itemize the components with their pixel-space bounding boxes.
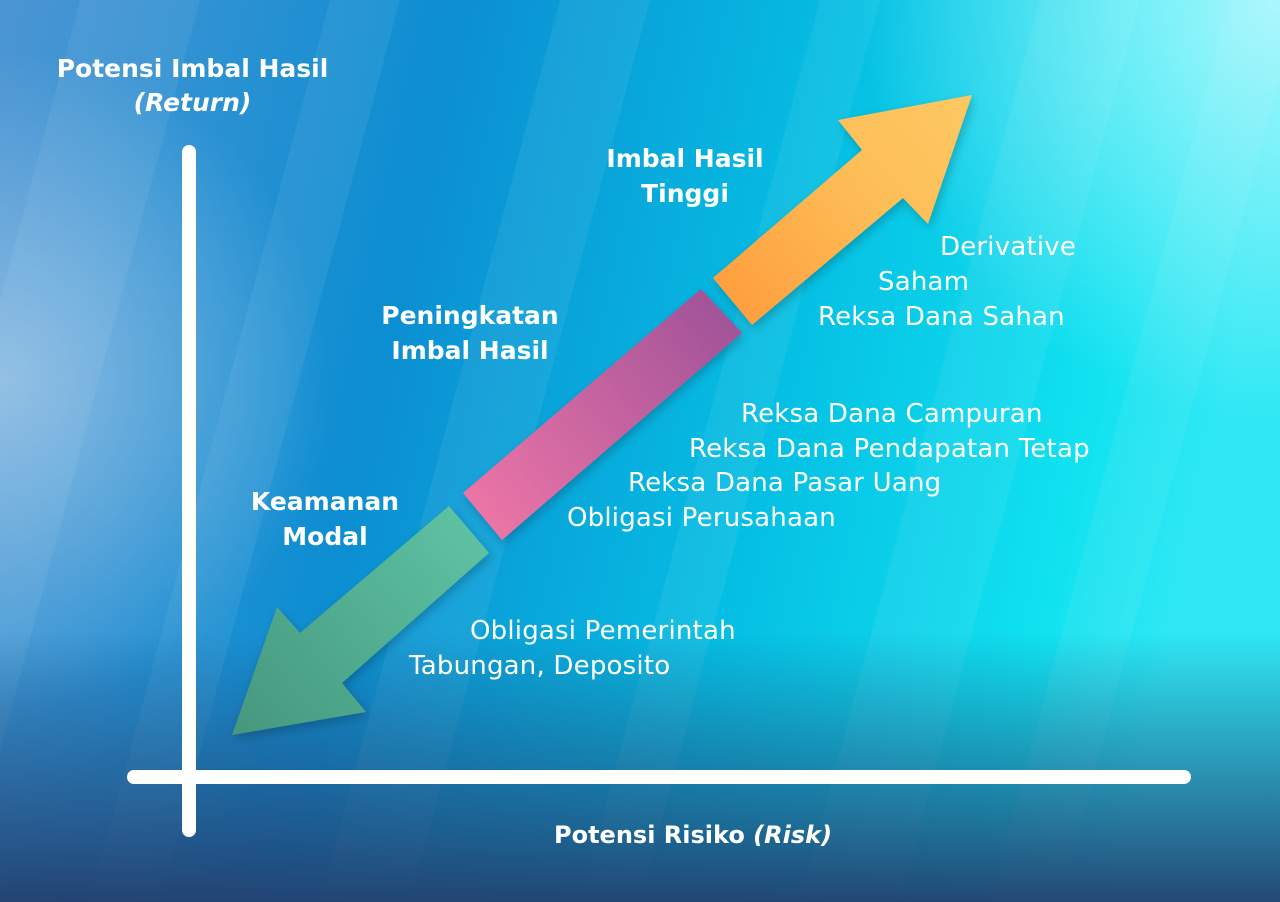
medium-return-item: Reksa Dana Campuran [741, 399, 1043, 429]
y-axis-label-main: Potensi Imbal Hasil [56, 54, 329, 83]
high-return-arrow [713, 95, 972, 325]
high-return-item: Reksa Dana Sahan [818, 302, 1065, 332]
capital-safety-title-line1: Keamanan [250, 487, 400, 516]
medium-return-item: Obligasi Perusahaan [567, 503, 836, 533]
x-axis-label: Potensi Risiko (Risk) [554, 819, 832, 851]
y-axis [182, 145, 196, 837]
capital-safety-title-line2: Modal [282, 522, 368, 551]
high-return-item: Saham [878, 267, 970, 297]
x-axis [127, 770, 1191, 784]
high-return-item: Derivative [940, 232, 1077, 262]
medium-return-title: Peningkatan Imbal Hasil [365, 298, 575, 368]
medium-return-item: Reksa Dana Pendapatan Tetap [689, 434, 1090, 464]
medium-return-title-line1: Peningkatan [381, 301, 559, 330]
high-return-title-line1: Imbal Hasil [606, 144, 764, 173]
x-axis-label-sub: (Risk) [753, 821, 833, 849]
axes [127, 145, 1191, 837]
x-axis-label-main: Potensi Risiko [554, 821, 754, 849]
capital-safety-item: Obligasi Pemerintah [470, 616, 736, 646]
capital-safety-item: Tabungan, Deposito [409, 651, 671, 681]
medium-return-bar [463, 289, 742, 540]
high-return-title-line2: Tinggi [641, 179, 729, 208]
high-return-title: Imbal Hasil Tinggi [590, 141, 780, 211]
capital-safety-arrow [232, 506, 489, 735]
y-axis-label-sub: (Return) [133, 88, 252, 117]
capital-safety-title: Keamanan Modal [235, 484, 415, 554]
y-axis-label: Potensi Imbal Hasil (Return) [40, 52, 345, 120]
medium-return-item: Reksa Dana Pasar Uang [628, 468, 942, 498]
medium-return-title-line2: Imbal Hasil [391, 336, 549, 365]
